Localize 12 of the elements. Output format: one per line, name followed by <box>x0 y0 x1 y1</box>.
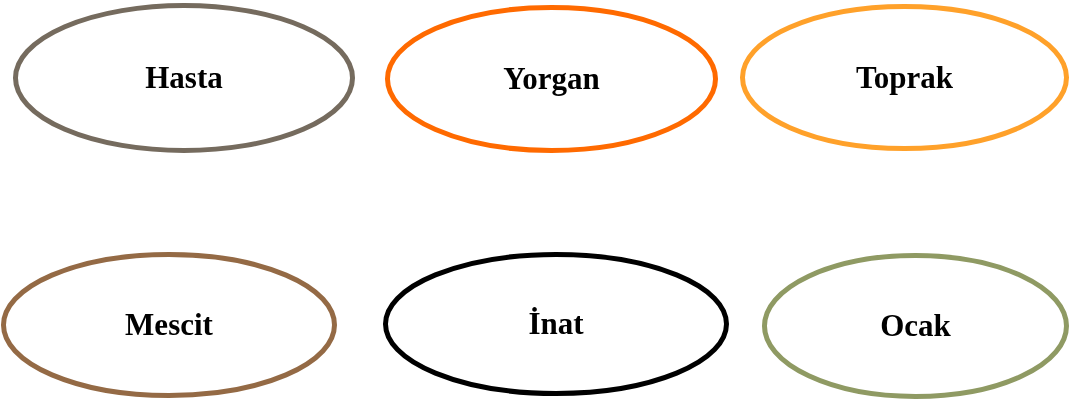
node-label: İnat <box>528 306 584 342</box>
node-label: Toprak <box>855 59 954 96</box>
oval-node <box>383 252 729 396</box>
oval-node <box>762 253 1069 399</box>
node-label: Ocak <box>880 308 951 344</box>
oval-node <box>13 3 355 153</box>
oval-node <box>740 4 1069 151</box>
oval-node <box>385 5 718 153</box>
node-label: Mescit <box>125 307 213 343</box>
node-label: Yorgan <box>503 61 600 97</box>
oval-node <box>1 252 337 398</box>
node-label: Hasta <box>145 60 223 96</box>
